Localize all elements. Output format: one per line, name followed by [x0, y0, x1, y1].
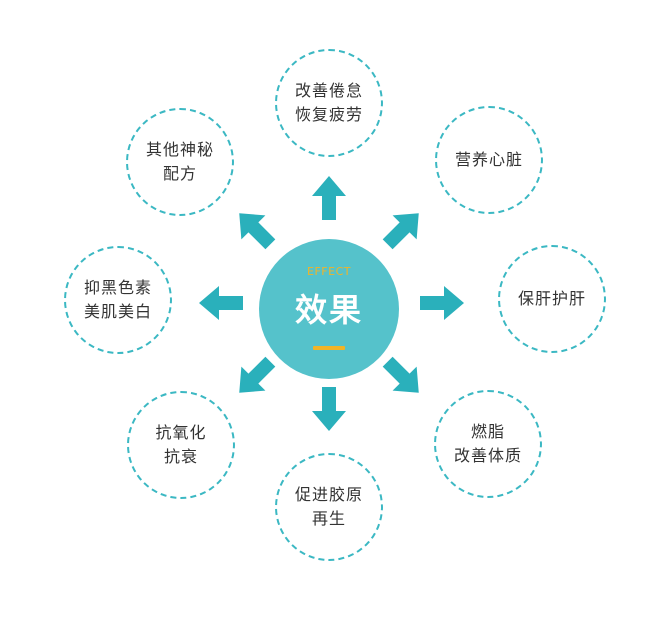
- node-label-line: 营养心脏: [454, 150, 523, 169]
- node-label-line: 配方: [162, 164, 197, 183]
- node-bottom: 促进胶原 再生: [275, 453, 383, 561]
- center-circle: EFFECT 效果: [259, 239, 399, 379]
- arrow-down-icon: [312, 387, 346, 431]
- node-label-line: 再生: [311, 509, 346, 528]
- node-top-right: 营养心脏: [435, 106, 543, 214]
- node-top: 改善倦怠 恢复疲劳: [275, 49, 383, 157]
- node-label-line: 保肝护肝: [517, 289, 586, 308]
- node-label-line: 抗氧化: [155, 423, 207, 442]
- center-underline: [313, 346, 345, 350]
- node-label-line: 抑黑色素: [83, 278, 152, 297]
- center-title: 效果: [294, 291, 363, 329]
- node-label-line: 其他神秘: [145, 140, 214, 159]
- node-top-left: 其他神秘 配方: [126, 108, 234, 216]
- node-label-line: 燃脂: [470, 422, 505, 441]
- arrow-down-right-icon: [382, 356, 419, 393]
- node-label-line: 抗衰: [163, 447, 198, 466]
- arrow-up-right-icon: [382, 213, 419, 250]
- node-label-line: 改善体质: [453, 446, 522, 465]
- arrow-up-left-icon: [239, 213, 276, 250]
- node-label-line: 恢复疲劳: [294, 105, 363, 124]
- node-bottom-right: 燃脂 改善体质: [434, 390, 542, 498]
- node-label-line: 改善倦怠: [294, 81, 363, 100]
- node-left: 抑黑色素 美肌美白: [64, 246, 172, 354]
- node-label-line: 美肌美白: [83, 302, 152, 321]
- arrow-up-icon: [312, 176, 346, 220]
- center-english-label: EFFECT: [307, 265, 351, 278]
- arrow-left-icon: [199, 286, 243, 320]
- node-label-line: 促进胶原: [294, 485, 363, 504]
- node-bottom-left: 抗氧化 抗衰: [127, 391, 235, 499]
- arrow-right-icon: [420, 286, 464, 320]
- node-right: 保肝护肝: [498, 245, 606, 353]
- arrow-down-left-icon: [239, 356, 276, 393]
